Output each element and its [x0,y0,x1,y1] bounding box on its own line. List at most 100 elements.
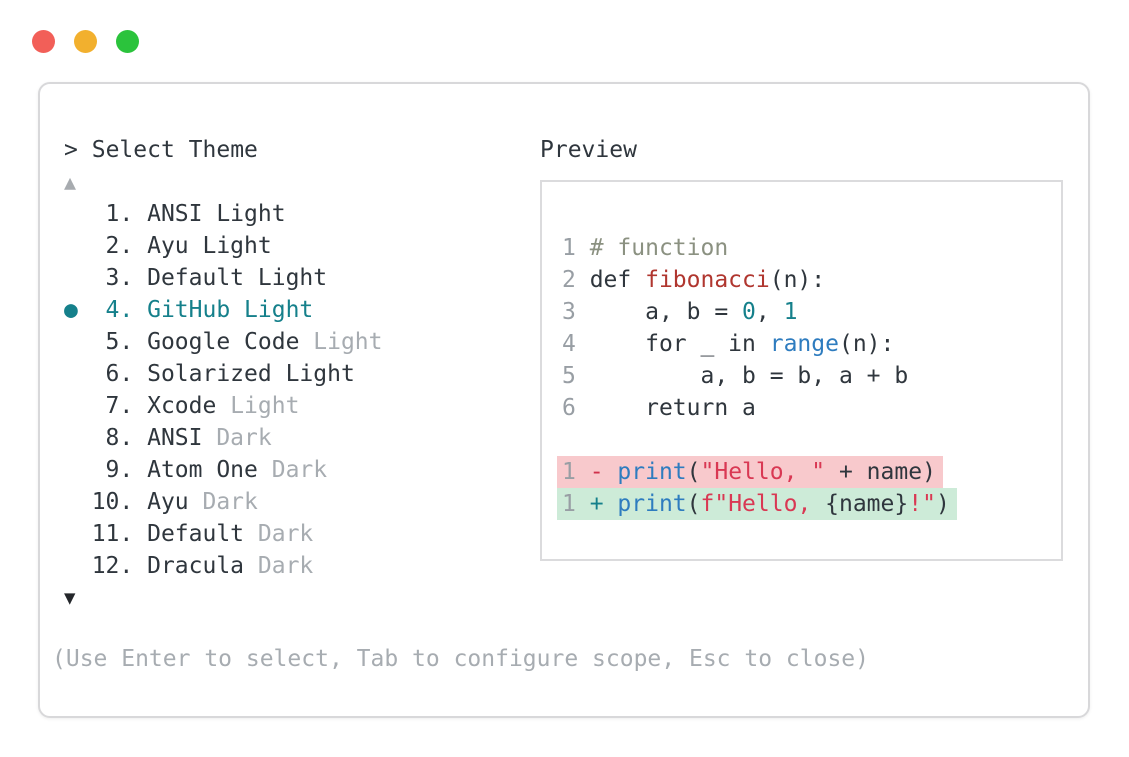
theme-item-name: Google Code [147,329,300,355]
code-line: 1 # function [562,232,957,264]
page-title: Select Theme [91,137,258,163]
theme-item-dracula[interactable]: 12. Dracula Dark [64,550,383,582]
theme-item-number: 2. [91,233,148,259]
diff-removed-highlight: 1 - print("Hello, " + name) [557,456,943,488]
bullet-spacer [64,489,92,515]
selected-bullet-icon: ● [64,297,92,323]
code-token-num: 1 [783,299,798,325]
code-token-text: ( [686,491,701,517]
bullet-spacer [64,553,92,579]
theme-item-default[interactable]: 11. Default Dark [64,518,383,550]
minimize-window-button[interactable] [74,30,97,53]
code-token-comment: # function [589,235,729,261]
panel-header: > Select Theme [64,134,383,166]
theme-item-xcode[interactable]: 7. Xcode Light [64,390,383,422]
theme-item-variant: Dark [244,553,314,579]
theme-item-default-light[interactable]: 3. Default Light [64,262,383,294]
theme-item-google-code[interactable]: 5. Google Code Light [64,326,383,358]
line-number: 2 [562,267,590,293]
bullet-spacer [64,393,92,419]
code-token-text: ) [935,491,950,517]
theme-item-number: 9. [91,457,148,483]
theme-item-ansi-light[interactable]: 1. ANSI Light [64,198,383,230]
theme-item-ayu[interactable]: 10. Ayu Dark [64,486,383,518]
code-line: 4 for _ in range(n): [562,328,957,360]
bullet-spacer [64,521,92,547]
theme-item-ansi[interactable]: 8. ANSI Dark [64,422,383,454]
theme-item-name: Xcode [147,393,217,419]
code-token-string: f"Hello, [700,491,826,517]
theme-list: 1. ANSI Light 2. Ayu Light 3. Default Li… [64,198,383,582]
theme-item-atom-one[interactable]: 9. Atom One Dark [64,454,383,486]
theme-item-name: Ayu Light [147,233,272,259]
code-token-text: {name} [825,491,909,517]
code-token-text: ( [686,459,701,485]
theme-picker-window: > Select Theme ▲ 1. ANSI Light 2. Ayu Li… [38,82,1090,718]
theme-item-number: 4. [91,297,148,323]
theme-item-name: ANSI Light [147,201,286,227]
theme-item-number: 6. [91,361,148,387]
theme-item-number: 7. [91,393,148,419]
code-token-text: a, b = b, a + b [589,363,909,389]
code-line: 3 a, b = 0, 1 [562,296,957,328]
line-number: 4 [562,331,590,357]
theme-item-number: 10. [91,489,148,515]
bullet-spacer [64,361,92,387]
code-token-string: !" [908,491,936,517]
preview-title: Preview [540,137,637,163]
line-number: 3 [562,299,590,325]
theme-item-variant: Dark [257,457,328,483]
theme-item-name: Ayu [147,489,189,515]
theme-item-number: 3. [91,265,148,291]
theme-item-number: 12. [91,553,148,579]
theme-item-name: Default [147,521,245,547]
code-token-func: fibonacci [645,267,770,293]
theme-item-github-light[interactable]: ● 4. GitHub Light [64,294,383,326]
theme-item-name: Atom One [147,457,258,483]
diff-line-added: 1 + print(f"Hello, {name}!") [557,488,957,520]
blank-line [562,424,957,456]
bullet-spacer [64,201,92,227]
window-controls [32,30,139,53]
bullet-spacer [64,233,92,259]
code-token-text: (n): [769,267,826,293]
code-line: 6 return a [562,392,957,424]
code-token-text: , [755,299,784,325]
scroll-up-icon[interactable]: ▲ [64,170,77,194]
line-number: 5 [562,363,590,389]
code-token-num: 0 [742,299,756,325]
theme-item-name: Dracula [147,553,245,579]
line-number: 6 [562,395,590,421]
zoom-window-button[interactable] [116,30,139,53]
theme-item-number: 11. [91,521,148,547]
theme-item-name: Default Light [147,265,328,291]
code-token-blue: print [617,491,687,517]
theme-item-number: 8. [91,425,148,451]
code-token-blue: print [617,459,687,485]
theme-item-ayu-light[interactable]: 2. Ayu Light [64,230,383,262]
code-line: 2 def fibonacci(n): [562,264,957,296]
line-number: 1 [562,491,590,517]
close-window-button[interactable] [32,30,55,53]
theme-item-name: GitHub Light [147,297,314,323]
theme-list-panel: > Select Theme ▲ 1. ANSI Light 2. Ayu Li… [64,134,383,614]
code-token-text: for _ in [589,331,770,357]
code-line: 5 a, b = b, a + b [562,360,957,392]
code-token-text: + name) [825,459,936,485]
theme-item-variant: Dark [188,489,258,515]
bullet-spacer [64,457,92,483]
theme-item-number: 1. [91,201,148,227]
diff-removed-sign: - [589,459,618,485]
bullet-spacer [64,425,92,451]
bullet-spacer [64,329,92,355]
diff-line-removed: 1 - print("Hello, " + name) [557,456,957,488]
theme-item-solarized-light[interactable]: 6. Solarized Light [64,358,383,390]
line-number: 1 [562,235,590,261]
code-token-text: a, b = [589,299,743,325]
code-token-blue: range [769,331,839,357]
theme-item-name: Solarized Light [147,361,355,387]
scroll-down-icon[interactable]: ▼ [64,587,76,609]
